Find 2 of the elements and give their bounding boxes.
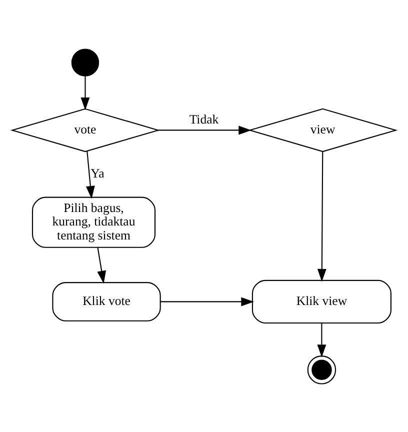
edge-label: Ya bbox=[90, 166, 104, 180]
edge-label: Tidak bbox=[189, 112, 219, 126]
